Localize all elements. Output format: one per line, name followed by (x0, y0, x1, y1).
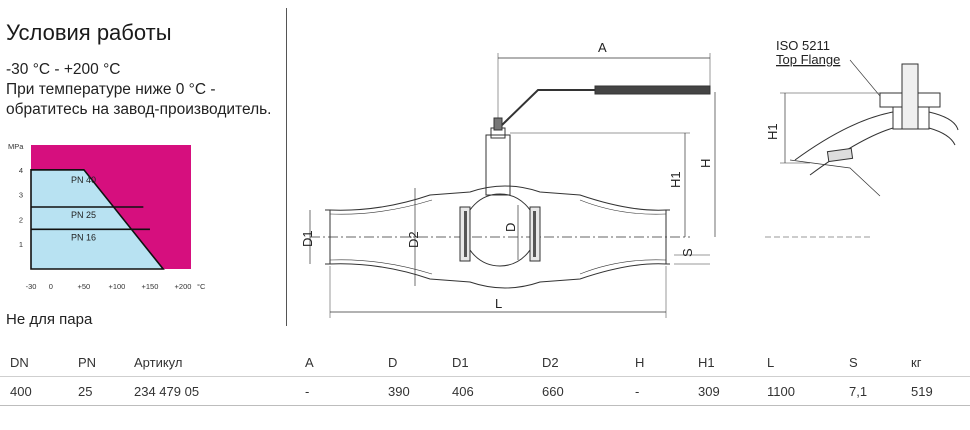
table-row: 400 25 234 479 05 - 390 406 660 - 309 11… (0, 376, 970, 406)
header-h1: H1 (698, 354, 715, 370)
header-h: H (635, 354, 645, 370)
cell-dn: 400 (0, 376, 68, 406)
cell-pn: 25 (68, 376, 124, 406)
series-label-pn16: PN 16 (71, 232, 96, 242)
divider-line (286, 8, 287, 326)
y-tick-label: 1 (19, 240, 23, 249)
dim-H: H (698, 159, 713, 168)
cell-a: - (295, 376, 378, 406)
y-tick-label: 4 (19, 166, 23, 175)
pressure-temperature-chart: MPa PN 40 PN 25 PN 16 1 2 3 4 -30 0 +50 +100 +150… (8, 142, 206, 291)
header-d2: D2 (542, 354, 559, 370)
valve-drawing: A H H1 D1 D2 D L S H1 ISO 5211 Top Flang… (300, 38, 959, 318)
iso-label: ISO 5211 (776, 38, 830, 53)
dim-D1: D1 (300, 230, 315, 247)
x-tick-label: +100 (108, 282, 125, 291)
specifications-table: DN PN Артикул A D D1 D2 H H1 L S кг 400 … (0, 348, 970, 406)
y-tick-label: 2 (19, 215, 23, 224)
cell-h1: 309 (688, 376, 757, 406)
y-tick-label: 3 (19, 191, 23, 200)
cell-h: - (625, 376, 688, 406)
table-header-row: DN PN Артикул A D D1 D2 H H1 L S кг (0, 348, 970, 377)
header-d: D (388, 354, 398, 370)
dim-H1: H1 (668, 171, 683, 188)
no-steam-note: Не для пара (6, 311, 93, 328)
header-kg: кг (911, 354, 922, 370)
x-axis-unit: °C (197, 282, 206, 291)
dim-S: S (680, 248, 695, 257)
dim-D: D (503, 223, 518, 232)
detail-dim-H1: H1 (765, 123, 780, 140)
operating-conditions: -30 °C - +200 °C При температуре ниже 0 … (6, 60, 272, 120)
cell-d2: 660 (532, 376, 625, 406)
cell-s: 7,1 (839, 376, 901, 406)
header-s: S (849, 354, 858, 370)
condition-note-line-2: обратитесь на завод-производитель. (6, 101, 272, 118)
section-title: Условия работы (6, 20, 172, 45)
series-label-pn40: PN 40 (71, 175, 96, 185)
cell-article: 234 479 05 (124, 376, 295, 406)
dim-L: L (495, 296, 502, 311)
cell-l: 1100 (757, 376, 839, 406)
header-a: A (305, 354, 314, 370)
header-article: Артикул (134, 354, 183, 370)
temperature-range: -30 °C - +200 °C (6, 61, 121, 78)
y-axis-unit: MPa (8, 142, 24, 151)
condition-note-line-1: При температуре ниже 0 °C - (6, 81, 216, 98)
x-tick-label: +200 (175, 282, 192, 291)
cell-d: 390 (378, 376, 442, 406)
x-tick-label: +150 (142, 282, 159, 291)
dim-A: A (598, 40, 607, 55)
header-pn: PN (78, 354, 97, 370)
x-tick-label: +50 (78, 282, 91, 291)
top-flange-label: Top Flange (776, 52, 840, 67)
header-d1: D1 (452, 354, 469, 370)
cell-d1: 406 (442, 376, 532, 406)
x-tick-label: -30 (26, 282, 37, 291)
cell-kg: 519 (901, 376, 970, 406)
x-tick-label: 0 (49, 282, 53, 291)
header-l: L (767, 354, 775, 370)
series-label-pn25: PN 25 (71, 210, 96, 220)
dim-D2: D2 (406, 231, 421, 248)
header-dn: DN (10, 354, 29, 370)
